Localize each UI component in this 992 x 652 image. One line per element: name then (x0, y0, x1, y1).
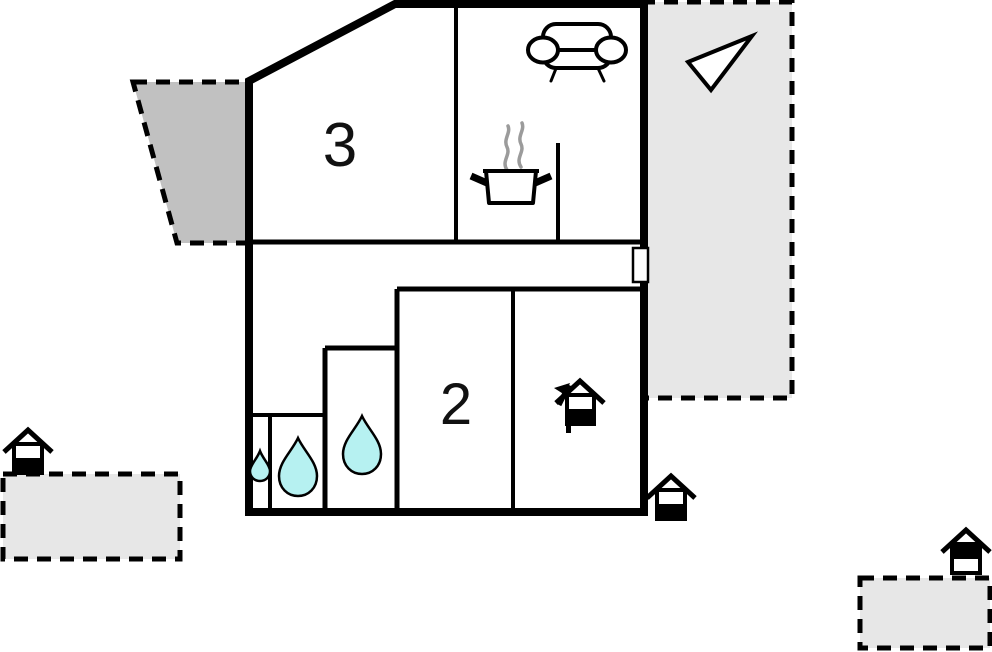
water-drop-medium-icon (277, 435, 319, 498)
room-2-label: 2 (440, 372, 472, 437)
steam-icon (517, 121, 525, 169)
interior-walls (249, 4, 644, 512)
water-drop-large-icon (341, 413, 383, 476)
entrance-door (631, 246, 650, 284)
stove-pot-icon (469, 121, 553, 205)
house-marker-icon (940, 526, 992, 575)
room-3-label: 3 (323, 111, 357, 180)
sofa-icon (526, 22, 628, 83)
north-arrow-icon (684, 31, 759, 94)
building-outline (245, 0, 648, 516)
terrace-left-shaded (129, 79, 252, 246)
patio-bottom-right (857, 575, 992, 651)
house-marker-flag-icon (554, 377, 606, 433)
house-marker-icon (2, 426, 54, 475)
steam-icon (503, 124, 511, 172)
house-marker-icon (645, 472, 697, 521)
water-drop-small-icon (248, 447, 272, 483)
patio-bottom-left (0, 471, 183, 562)
